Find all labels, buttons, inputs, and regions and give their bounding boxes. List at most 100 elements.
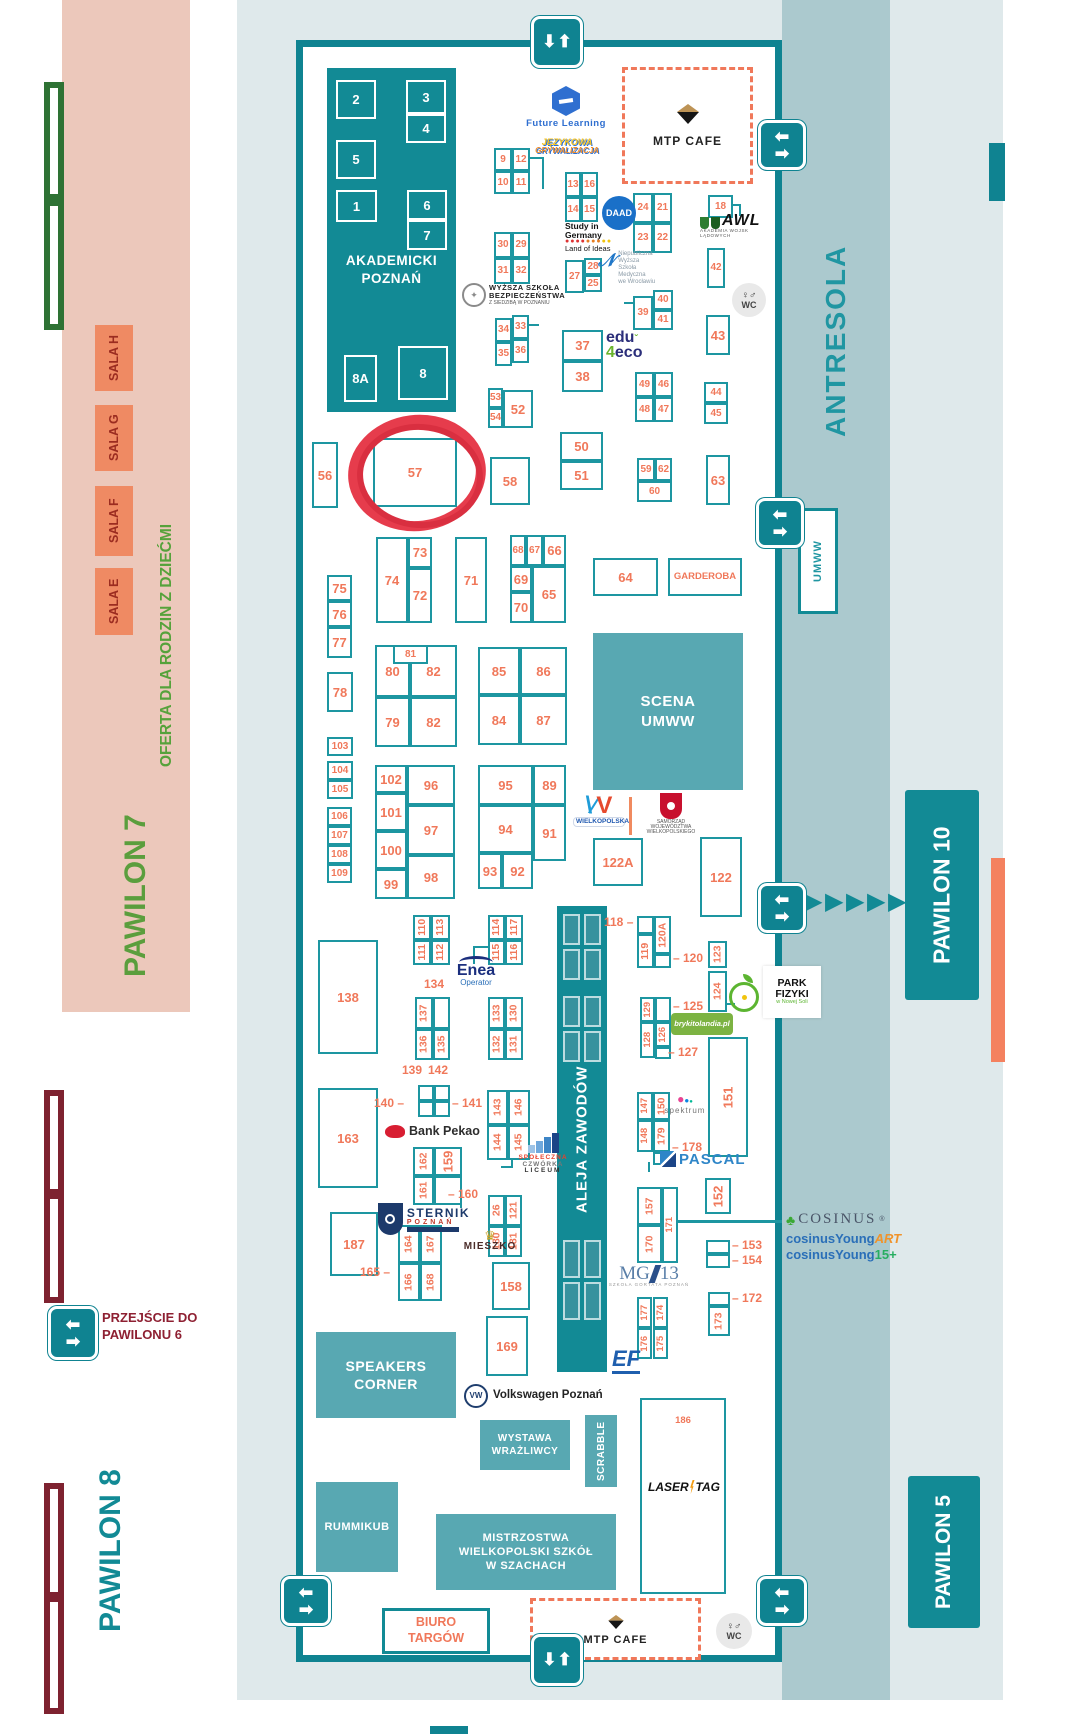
- booth-79: 79: [375, 697, 410, 747]
- booth-65: 65: [532, 566, 566, 623]
- logo-divider: [629, 797, 632, 835]
- booth-number: 26: [490, 1204, 503, 1217]
- nwsm-l5: we Wrocławiu: [618, 278, 656, 285]
- booth-number: 34: [497, 324, 510, 335]
- booth-44: 44: [704, 382, 728, 403]
- booth-14: 14: [565, 197, 581, 222]
- mg-text: MG: [619, 1263, 650, 1284]
- booth-126: 126: [655, 1022, 671, 1047]
- booth-number: 126: [657, 1026, 669, 1043]
- booth-number: 44: [710, 386, 722, 398]
- booth-2: 2: [336, 80, 376, 119]
- booth-42: 42: [707, 248, 725, 288]
- booth-89: 89: [533, 765, 566, 805]
- booth-number: 80: [385, 663, 400, 679]
- booth-number: 97: [423, 822, 439, 838]
- booth-number: 6: [423, 197, 431, 213]
- ef-logo: EF: [612, 1346, 656, 1374]
- booth-107: 107: [327, 826, 352, 845]
- booth-number: 146: [512, 1098, 525, 1117]
- right-orange-strip: [991, 858, 1005, 1062]
- booth-number: 144: [491, 1133, 504, 1152]
- booth-24: 24: [633, 193, 653, 223]
- booth-number: 54: [489, 412, 502, 423]
- door-frame-maroon-4: [44, 1596, 64, 1714]
- booth-66: 66: [543, 535, 566, 566]
- entrance-arrows-icon: ⬅➡: [758, 883, 806, 933]
- ef-text: EF: [612, 1346, 641, 1374]
- booth-22: 22: [653, 223, 672, 253]
- aleja-window-pane: [563, 1031, 580, 1062]
- aleja-window-pane: [563, 949, 580, 980]
- booth-number: 164: [402, 1235, 415, 1253]
- booth-number: 71: [463, 572, 479, 588]
- booth-number: 168: [424, 1273, 437, 1291]
- arrow-glyph: ➡: [65, 1331, 81, 1351]
- booth-144: 144: [487, 1125, 508, 1160]
- booth-27: 27: [565, 260, 584, 293]
- booth-57: 57: [373, 438, 457, 507]
- booth-number: 1: [352, 198, 361, 214]
- booth-number: 124: [711, 982, 724, 1001]
- booth-180: 180: [488, 1226, 505, 1257]
- przejscie-label: PRZEJŚCIE DO PAWILONU 6: [102, 1310, 262, 1344]
- booth-number: 47: [657, 403, 670, 415]
- booth-138: 138: [318, 940, 378, 1054]
- booth-145: 145: [508, 1125, 530, 1160]
- booth-number: 70: [513, 600, 529, 615]
- booth-number: 84: [491, 712, 507, 728]
- booth-number: 158: [500, 1278, 522, 1294]
- wc-figures: ♀♂: [726, 1620, 742, 1632]
- booth-147: 147: [637, 1092, 653, 1120]
- booth-number: 50: [574, 439, 589, 454]
- future-learning-logo: Future Learning: [525, 86, 607, 129]
- booth-number: 68: [512, 544, 524, 556]
- booth-number: 101: [380, 804, 402, 820]
- cosinus-young-15-2: 15+: [874, 1247, 897, 1262]
- door-frame-green-2: [44, 200, 64, 330]
- booth-number: 77: [332, 635, 347, 650]
- aleja-window-pane: [563, 996, 580, 1027]
- booth-number: 5: [352, 152, 360, 167]
- booth-label-160: – 160: [448, 1187, 479, 1201]
- czworka-l3: LICEUM: [524, 1167, 562, 1174]
- booth-number: 114: [490, 919, 503, 936]
- entrance-arrows-icon: ⬇⬆: [531, 16, 583, 68]
- booth-76: 76: [327, 601, 352, 627]
- booth-number: 152: [710, 1185, 726, 1207]
- booth-26: 26: [488, 1195, 505, 1226]
- booth-109: 109: [327, 864, 352, 883]
- booth-152: 152: [705, 1178, 731, 1214]
- booth-23: 23: [633, 223, 653, 253]
- booth-number: 173: [712, 1312, 725, 1330]
- wsb-line1: WYŻSZA SZKOŁA: [489, 283, 560, 292]
- booth-label-165: 165 –: [360, 1265, 391, 1279]
- booth-167: 167: [420, 1225, 442, 1263]
- booth-121: 121: [505, 1195, 522, 1226]
- connector-line: [678, 1220, 782, 1223]
- landia-text: brykitolandia.pl: [674, 1019, 730, 1029]
- study-line1: Study in: [565, 221, 599, 231]
- booth-number: 113: [434, 919, 447, 936]
- area-label: WYSTAWA: [497, 1433, 553, 1444]
- chevron-right-icon: ▶: [804, 888, 823, 915]
- nwsm-mark-icon: 𝒩: [598, 250, 616, 270]
- booth-number: 4: [422, 121, 430, 136]
- mtp-cafe-bottom-label: MTP CAFE: [583, 1634, 648, 1646]
- booth-number: 65: [541, 587, 557, 602]
- tag-text: TAG: [695, 1480, 720, 1494]
- booth-number: 72: [412, 588, 428, 603]
- booth-number: 46: [657, 378, 670, 390]
- booth-number: 8A: [352, 371, 369, 386]
- booth-number: 143: [491, 1098, 504, 1117]
- booth-number: 109: [331, 867, 348, 879]
- arrow-glyph: ➡: [772, 521, 788, 541]
- booth-71: 71: [455, 537, 487, 623]
- arrow-glyph: ⬆: [557, 32, 572, 52]
- nwsm-logo: 𝒩 Niepubliczna Wyższa Szkoła Medyczna we…: [598, 251, 662, 285]
- booth-number: 166: [402, 1273, 415, 1291]
- booth-94: 94: [478, 805, 533, 853]
- booth-number: 170: [643, 1235, 656, 1253]
